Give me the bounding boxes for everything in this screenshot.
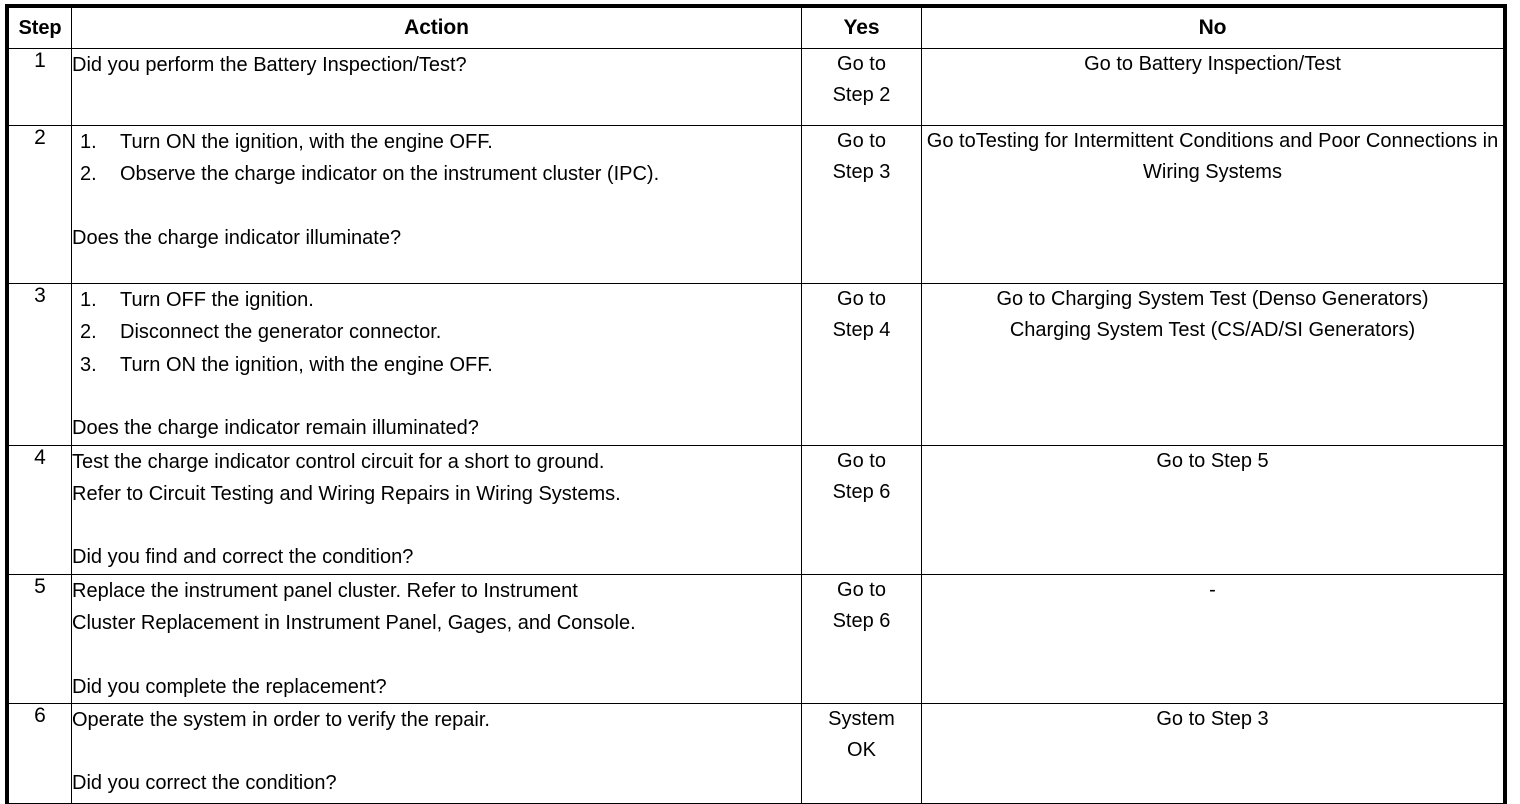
action-question: Did you correct the condition? [72, 772, 337, 795]
table-row: 2 1. Turn ON the ignition, with the engi… [8, 125, 1504, 284]
step-number: 3 [8, 283, 72, 446]
no-result: Go to Step 5 [921, 444, 1504, 575]
column-header-step: Step [8, 7, 72, 49]
no-result: Go toTesting for Intermittent Conditions… [921, 125, 1504, 284]
action-question: Does the charge indicator illuminate? [72, 226, 402, 249]
step-number: 1 [8, 48, 72, 126]
action-step-item: 2. Disconnect the generator connector. [72, 316, 801, 348]
action-cell: 1. Turn OFF the ignition. 2. Disconnect … [71, 283, 802, 446]
diagnostic-procedure-table: Step Action Yes No 1 Did you perform the… [5, 4, 1507, 804]
action-step-item: 1. Turn ON the ignition, with the engine… [72, 126, 801, 158]
step-number: 4 [8, 444, 72, 575]
action-step-number: 2. [80, 321, 97, 344]
action-step-number: 1. [80, 289, 97, 311]
yes-result: Go to Step 3 [801, 125, 922, 284]
action-step-number: 1. [80, 131, 97, 153]
action-step-list: 1. Turn ON the ignition, with the engine… [72, 126, 801, 191]
yes-result: Go to Step 6 [801, 573, 922, 704]
table-row: 6 Operate the system in order to verify … [8, 702, 1504, 804]
action-step-list: 1. Turn OFF the ignition. 2. Disconnect … [72, 284, 801, 381]
action-line: Refer to Circuit Testing and Wiring Repa… [72, 482, 621, 505]
action-step-text: Turn OFF the ignition. [120, 289, 314, 311]
header-row: Step Action Yes No [8, 7, 1504, 49]
action-step-text: Disconnect the generator connector. [120, 321, 442, 344]
action-step-item: 3. Turn ON the ignition, with the engine… [72, 349, 801, 381]
action-cell: 1. Turn ON the ignition, with the engine… [71, 125, 802, 284]
column-header-action: Action [71, 7, 802, 49]
step-number: 2 [8, 125, 72, 284]
yes-result: Go to Step 4 [801, 283, 922, 446]
action-cell: Operate the system in order to verify th… [71, 702, 802, 804]
action-question: Did you complete the replacement? [72, 675, 387, 698]
no-result: Go to Charging System Test (Denso Genera… [921, 283, 1504, 446]
yes-result: Go to Step 6 [801, 444, 922, 575]
action-question: Does the charge indicator remain illumin… [72, 417, 479, 440]
action-step-number: 2. [80, 163, 97, 186]
step-number: 5 [8, 573, 72, 704]
action-step-text: Turn ON the ignition, with the engine OF… [120, 353, 493, 376]
no-result: - [921, 573, 1504, 704]
action-step-item: 2. Observe the charge indicator on the i… [72, 158, 801, 190]
step-number: 6 [8, 702, 72, 804]
action-line: Cluster Replacement in Instrument Panel,… [72, 612, 636, 635]
table-row: 3 1. Turn OFF the ignition. 2. Disconnec… [8, 283, 1504, 446]
action-step-text: Turn ON the ignition, with the engine OF… [120, 131, 493, 153]
table-body: 1 Did you perform the Battery Inspection… [8, 48, 1504, 804]
table-row: 1 Did you perform the Battery Inspection… [8, 48, 1504, 126]
action-line: Replace the instrument panel cluster. Re… [72, 579, 578, 602]
action-cell: Replace the instrument panel cluster. Re… [71, 573, 802, 704]
action-step-number: 3. [80, 353, 97, 376]
action-cell: Did you perform the Battery Inspection/T… [71, 48, 802, 126]
action-step-text: Observe the charge indicator on the inst… [120, 163, 660, 186]
no-result: Go to Step 3 [921, 702, 1504, 804]
yes-result: Go to Step 2 [801, 48, 922, 126]
column-header-no: No [921, 7, 1504, 49]
no-result: Go to Battery Inspection/Test [921, 48, 1504, 126]
action-line: Test the charge indicator control circui… [72, 450, 605, 473]
table-header: Step Action Yes No [8, 7, 1504, 49]
yes-result: System OK [801, 702, 922, 804]
action-line: Did you perform the Battery Inspection/T… [72, 54, 467, 76]
action-line: Operate the system in order to verify th… [72, 708, 490, 731]
column-header-yes: Yes [801, 7, 922, 49]
action-question: Did you find and correct the condition? [72, 546, 414, 569]
action-cell: Test the charge indicator control circui… [71, 444, 802, 575]
action-step-item: 1. Turn OFF the ignition. [72, 284, 801, 316]
table-row: 4 Test the charge indicator control circ… [8, 444, 1504, 575]
table-row: 5 Replace the instrument panel cluster. … [8, 573, 1504, 704]
